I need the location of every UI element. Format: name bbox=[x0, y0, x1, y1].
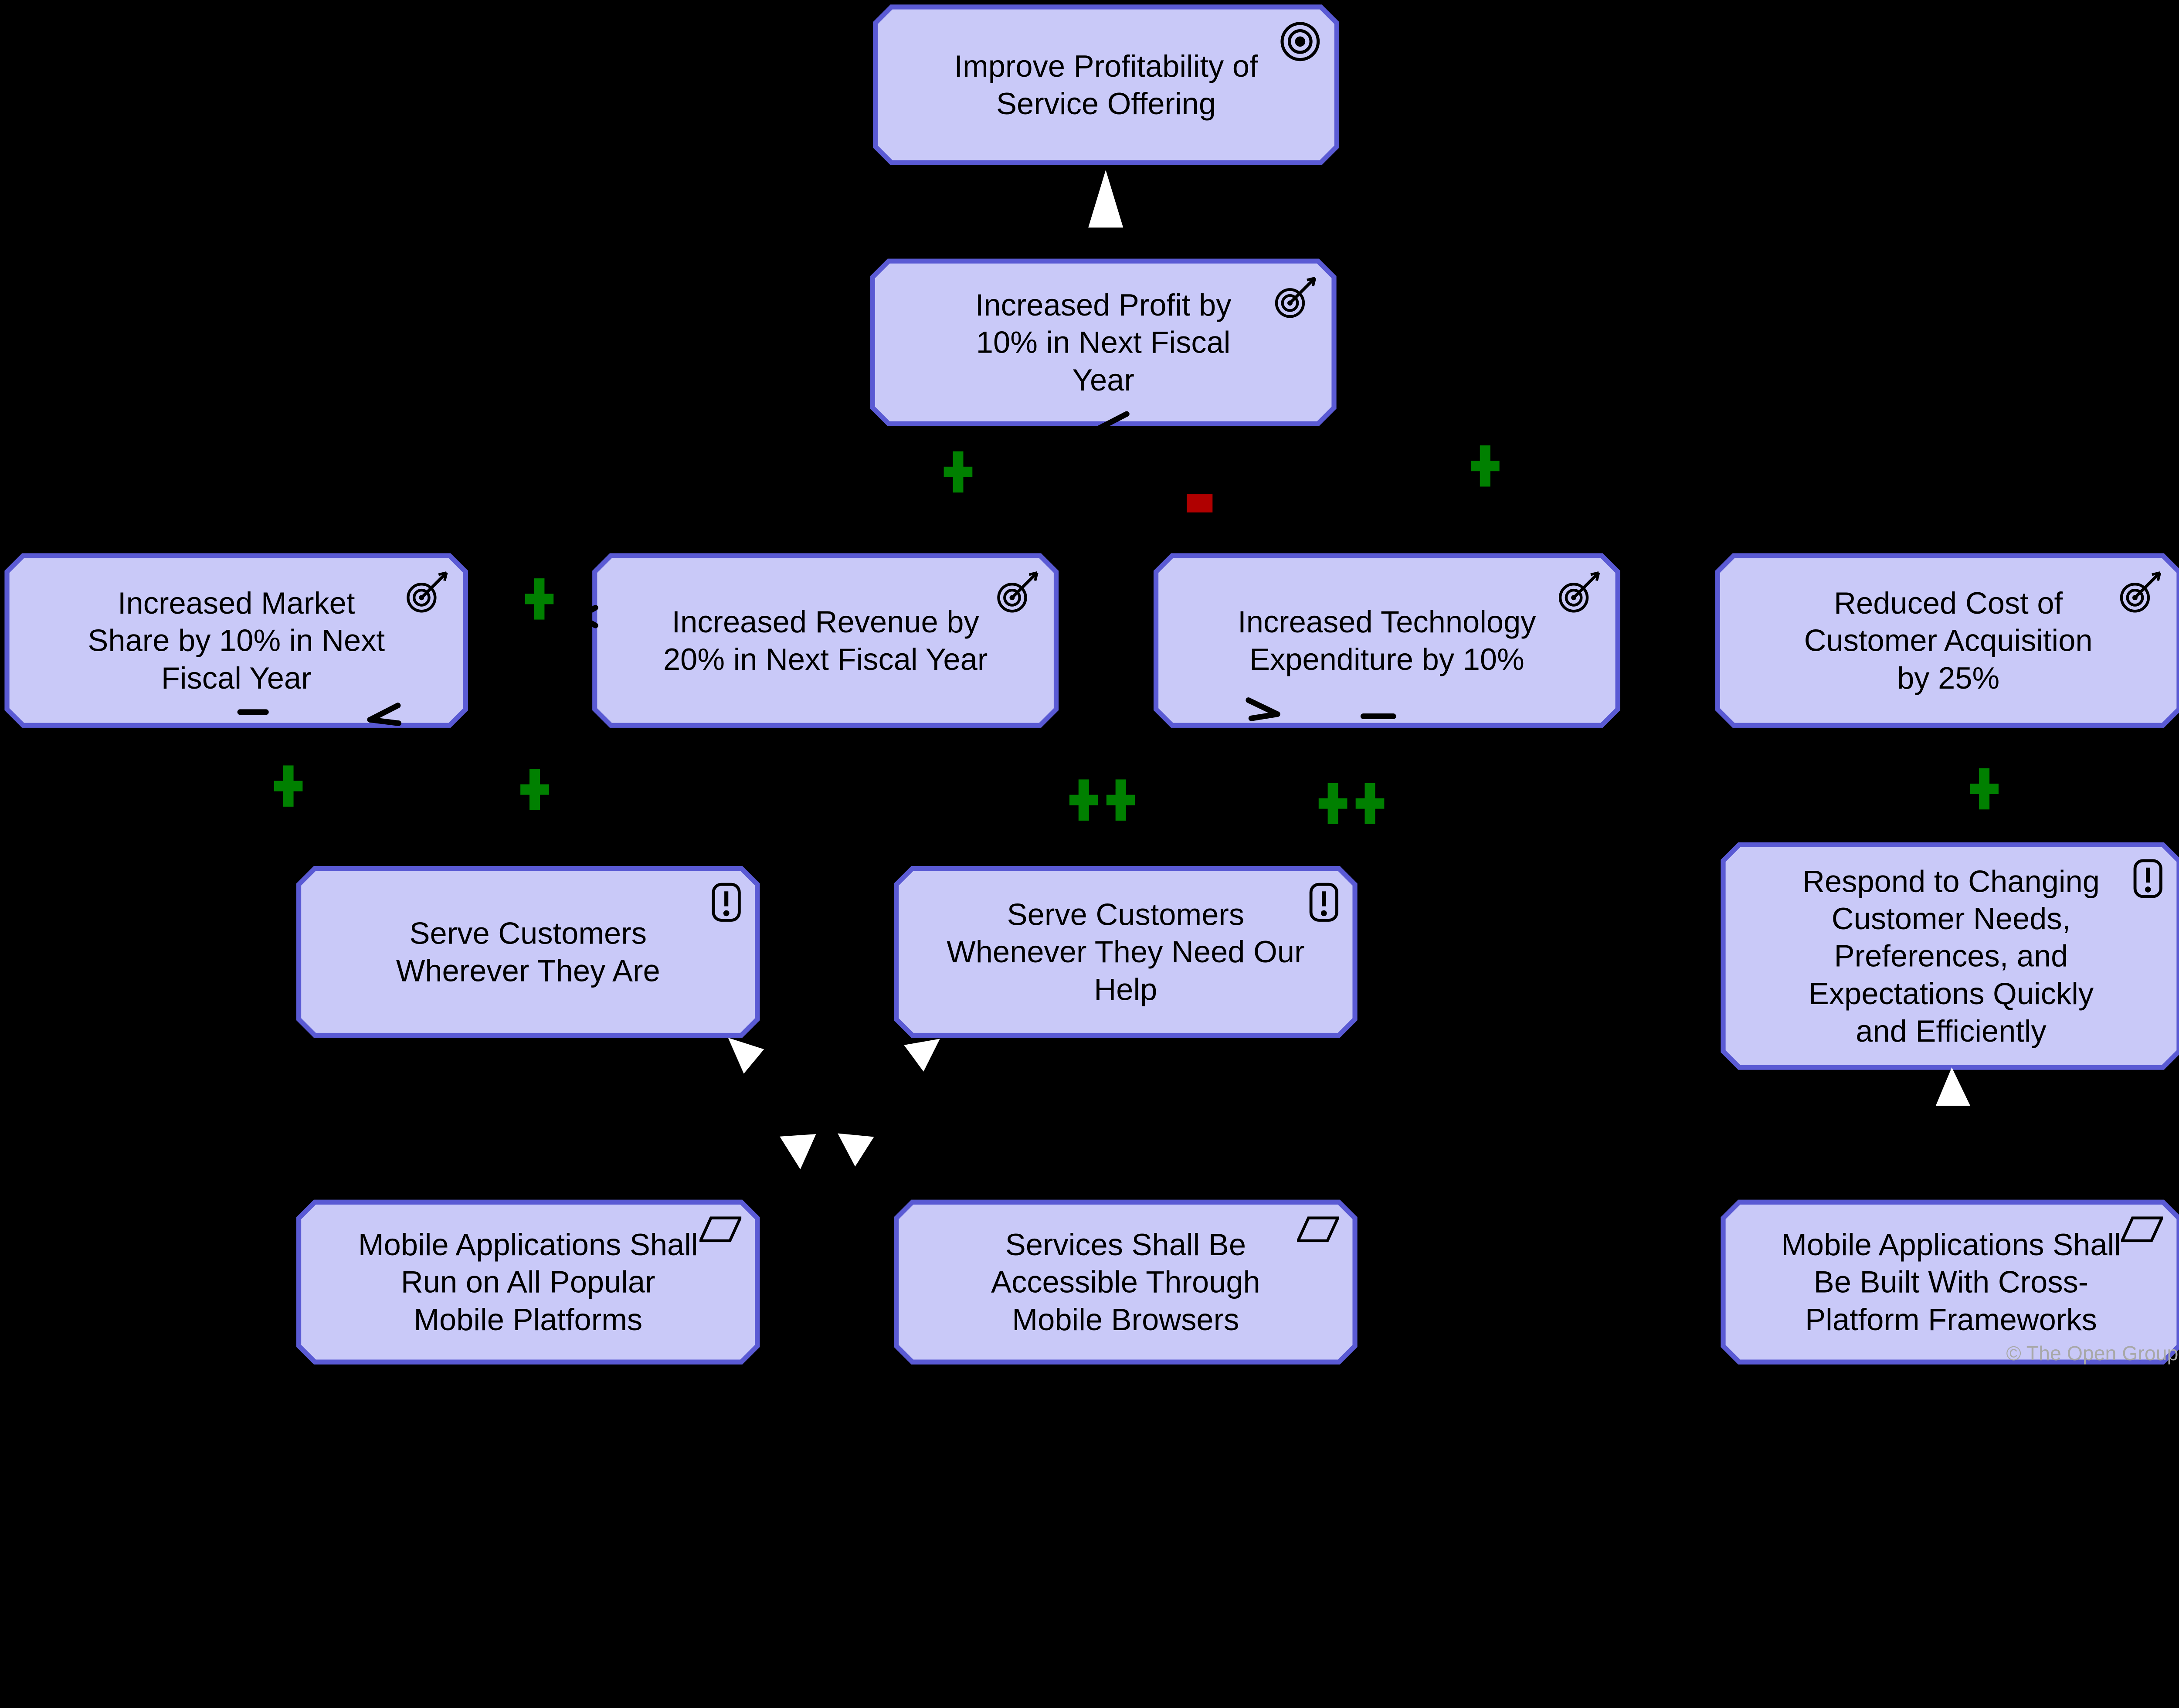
influence-label-plus bbox=[520, 769, 549, 810]
node-label: Serve Customers Wherever They Are bbox=[396, 916, 660, 988]
node-label: Increased Market Share by 10% in Next Fi… bbox=[88, 585, 385, 696]
outcome-increased-profit[interactable]: Increased Profit by 10% in Next Fiscal Y… bbox=[872, 261, 1334, 424]
influence-label-plus bbox=[1318, 783, 1385, 824]
influence-arrowhead-fragment bbox=[1083, 411, 1130, 438]
realization-arrowhead bbox=[904, 1039, 940, 1072]
requirement-run-on-all-popular-platforms-shape bbox=[296, 1199, 760, 1365]
influence-arrowhead-fragment bbox=[1246, 697, 1280, 721]
goal-improve-profitability[interactable]: Improve Profitability of Service Offerin… bbox=[876, 7, 1337, 163]
requirement-cross-platform-frameworks-shape bbox=[1721, 1199, 2179, 1365]
copyright-watermark: © The Open Group bbox=[2006, 1342, 2179, 1365]
node-label: Mobile Applications Shall Run on All Pop… bbox=[358, 1227, 698, 1337]
outcome-increased-revenue-shape bbox=[592, 553, 1059, 728]
outcome-icon bbox=[406, 570, 450, 614]
requirement-run-on-all-popular-platforms[interactable]: Mobile Applications Shall Run on All Pop… bbox=[299, 1202, 757, 1362]
outcome-icon bbox=[2119, 570, 2163, 614]
influence-label-plus bbox=[944, 451, 973, 493]
influence-label-plus bbox=[1069, 779, 1135, 821]
influence-label-minus bbox=[1187, 494, 1213, 513]
realization-arrowhead bbox=[1935, 1067, 1971, 1106]
influence-label-plus bbox=[1470, 445, 1500, 487]
outcome-icon bbox=[996, 570, 1040, 614]
principle-serve-customers-wherever[interactable]: Serve Customers Wherever They Are bbox=[299, 869, 757, 1036]
principle-respond-to-changing-needs[interactable]: Respond to Changing Customer Needs, Pref… bbox=[1723, 845, 2179, 1067]
principle-icon bbox=[1309, 883, 1339, 922]
realization-arrowhead bbox=[1088, 170, 1123, 228]
node-label: Increased Revenue by 20% in Next Fiscal … bbox=[663, 604, 988, 677]
influence-label-plus bbox=[1970, 768, 1999, 810]
principle-serve-customers-whenever-shape bbox=[894, 866, 1358, 1038]
principle-serve-customers-whenever[interactable]: Serve Customers Whenever They Need Our H… bbox=[896, 869, 1355, 1036]
influence-arrowhead-fragment bbox=[577, 604, 598, 628]
outcome-increased-market-share-shape bbox=[4, 553, 468, 728]
principle-serve-customers-wherever-shape bbox=[296, 866, 760, 1038]
outcome-icon bbox=[1274, 275, 1318, 319]
realization-arrowhead bbox=[838, 1133, 874, 1167]
node-label: Services Shall Be Accessible Through Mob… bbox=[991, 1227, 1260, 1337]
outcome-increased-technology-expenditure-shape bbox=[1153, 553, 1620, 728]
requirement-accessible-mobile-browsers[interactable]: Services Shall Be Accessible Through Mob… bbox=[896, 1202, 1355, 1362]
requirement-icon bbox=[2120, 1216, 2164, 1243]
influence-label-plus bbox=[274, 765, 303, 807]
diagram-canvas: Improve Profitability of Service Offerin… bbox=[4, 4, 2179, 1365]
realization-arrowhead bbox=[780, 1134, 816, 1170]
outcome-increased-revenue[interactable]: Increased Revenue by 20% in Next Fiscal … bbox=[595, 556, 1056, 725]
outcome-reduced-cost-customer-acquisition-shape bbox=[1715, 553, 2179, 728]
requirement-accessible-mobile-browsers-shape bbox=[894, 1199, 1358, 1365]
principle-respond-to-changing-needs-shape bbox=[1721, 842, 2179, 1070]
outcome-increased-market-share[interactable]: Increased Market Share by 10% in Next Fi… bbox=[7, 556, 465, 725]
node-label: Serve Customers Whenever They Need Our H… bbox=[947, 897, 1305, 1007]
node-label: Respond to Changing Customer Needs, Pref… bbox=[1802, 863, 2100, 1049]
goal-icon bbox=[1280, 21, 1321, 62]
principle-icon bbox=[711, 883, 741, 922]
outcome-icon bbox=[1558, 570, 1602, 614]
principle-icon bbox=[2133, 859, 2163, 898]
connector-layer bbox=[4, 4, 2179, 1365]
node-label: Mobile Applications Shall Be Built With … bbox=[1781, 1227, 2121, 1337]
requirement-icon bbox=[1296, 1216, 1340, 1243]
outcome-increased-profit-shape bbox=[870, 258, 1337, 426]
node-label: Increased Technology Expenditure by 10% bbox=[1238, 604, 1536, 677]
requirement-cross-platform-frameworks[interactable]: Mobile Applications Shall Be Built With … bbox=[1723, 1202, 2179, 1362]
requirement-icon bbox=[698, 1216, 743, 1243]
realization-arrowhead bbox=[728, 1038, 764, 1074]
outcome-increased-technology-expenditure[interactable]: Increased Technology Expenditure by 10% bbox=[1156, 556, 1618, 725]
influence-arrowhead-fragment bbox=[367, 703, 402, 726]
goal-improve-profitability-shape bbox=[873, 4, 1340, 165]
influence-label-plus bbox=[525, 578, 554, 620]
outcome-reduced-cost-customer-acquisition[interactable]: Reduced Cost of Customer Acquisition by … bbox=[1717, 556, 2179, 725]
node-label: Improve Profitability of Service Offerin… bbox=[954, 48, 1258, 121]
node-label: Reduced Cost of Customer Acquisition by … bbox=[1804, 585, 2093, 696]
node-label: Increased Profit by 10% in Next Fiscal Y… bbox=[975, 287, 1232, 397]
